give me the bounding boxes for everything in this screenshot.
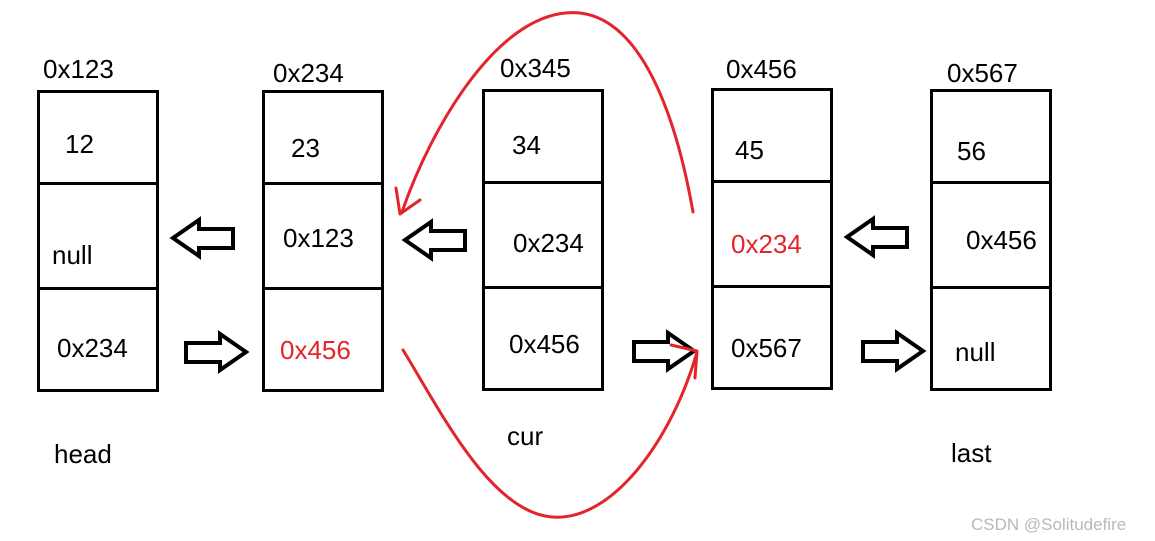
next-pointer-cell: 0x567	[714, 288, 830, 387]
data-value: 56	[957, 136, 986, 166]
prev-pointer-value: null	[52, 240, 93, 270]
next-pointer-cell: null	[933, 289, 1049, 388]
prev-pointer-cell: 0x234	[714, 180, 830, 288]
cur-label: cur	[507, 421, 544, 451]
list-node-0x345: 34 0x234 0x456	[482, 89, 604, 391]
prev-pointer-value: 0x234	[513, 228, 584, 258]
next-pointer-value: 0x567	[731, 333, 802, 363]
data-cell: 12	[40, 93, 156, 183]
prev-pointer-value-changed: 0x234	[731, 229, 802, 259]
prev-pointer-cell: null	[40, 182, 156, 290]
data-cell: 45	[714, 91, 830, 181]
list-node-0x123: 12 null 0x234	[37, 90, 159, 392]
data-value: 34	[512, 130, 541, 160]
data-value: 23	[291, 133, 320, 163]
next-pointer-value-changed: 0x456	[280, 335, 351, 365]
node-address-0x345: 0x345	[500, 53, 571, 83]
list-node-0x234: 23 0x123 0x456	[262, 90, 384, 392]
arrowhead-icon	[394, 186, 422, 216]
list-node-0x567: 56 0x456 null	[930, 89, 1052, 391]
next-pointer-cell: 0x234	[40, 290, 156, 389]
next-arrow-icon	[861, 329, 927, 373]
next-pointer-cell: 0x456	[265, 290, 381, 389]
node-address-0x567: 0x567	[947, 58, 1018, 88]
data-cell: 56	[933, 92, 1049, 182]
prev-pointer-value: 0x123	[283, 223, 354, 253]
data-value: 12	[65, 129, 94, 159]
relink-next-curve	[401, 348, 699, 519]
next-pointer-value: 0x456	[509, 329, 580, 359]
prev-arrow-icon	[843, 215, 909, 259]
prev-arrow-icon	[401, 218, 467, 262]
prev-pointer-cell: 0x123	[265, 182, 381, 290]
prev-pointer-cell: 0x234	[485, 181, 601, 289]
next-pointer-cell: 0x456	[485, 289, 601, 388]
data-value: 45	[735, 135, 764, 165]
data-cell: 34	[485, 92, 601, 182]
node-address-0x456: 0x456	[726, 54, 797, 84]
node-address-0x123: 0x123	[43, 54, 114, 84]
prev-arrow-icon	[169, 216, 235, 260]
next-pointer-value: 0x234	[57, 333, 128, 363]
relink-prev-curve	[400, 11, 695, 214]
watermark: CSDN @Solitudefire	[971, 515, 1127, 534]
next-arrow-icon	[184, 330, 250, 374]
next-arrow-icon	[632, 329, 698, 373]
head-label: head	[54, 439, 112, 469]
prev-pointer-value: 0x456	[966, 225, 1037, 255]
prev-pointer-cell: 0x456	[933, 181, 1049, 289]
arrowhead-icon	[669, 343, 699, 380]
next-pointer-value: null	[955, 337, 996, 367]
node-address-0x234: 0x234	[273, 58, 344, 88]
last-label: last	[951, 438, 992, 468]
list-node-0x456: 45 0x234 0x567	[711, 88, 833, 390]
data-cell: 23	[265, 93, 381, 183]
